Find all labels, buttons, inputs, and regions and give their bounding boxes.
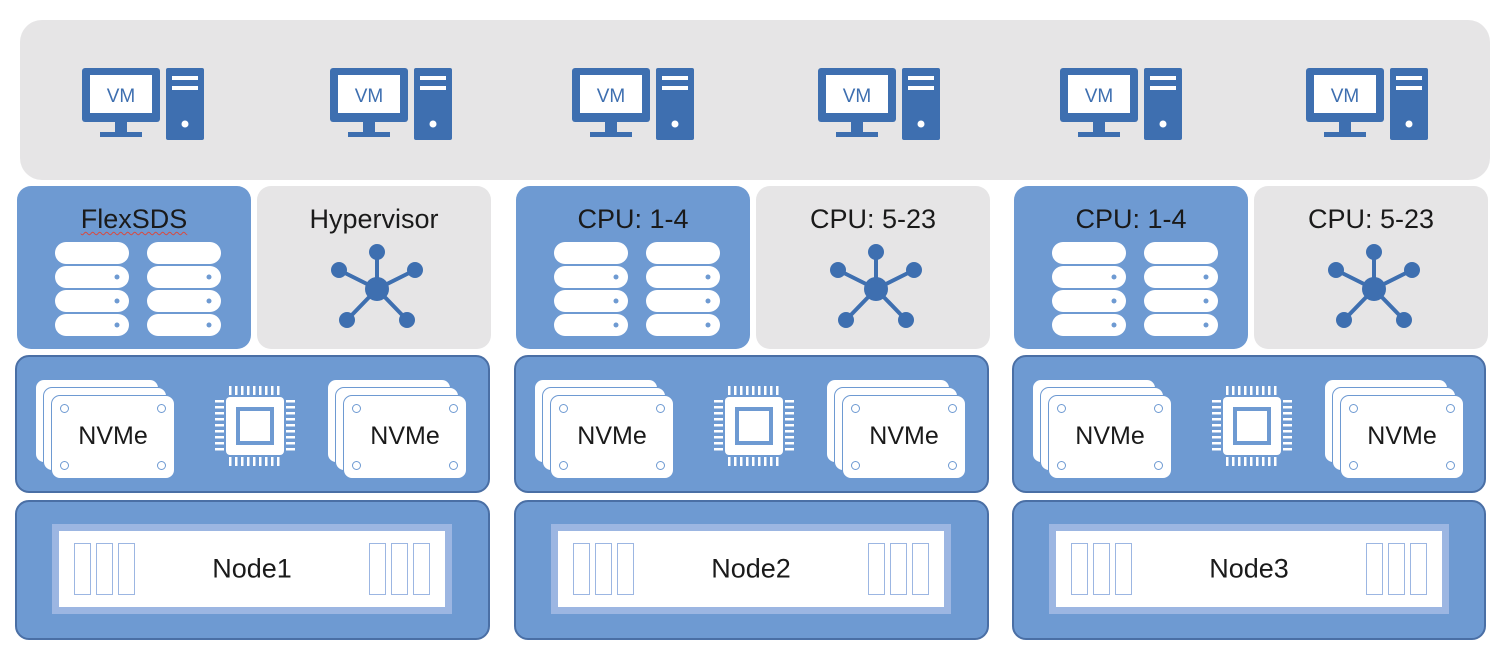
vm-icon: VM [328,66,458,146]
vm-label: VM [1085,86,1114,107]
node3-compute-block: CPU: 5-23 [1254,186,1488,349]
nvme-label: NVMe [1075,422,1145,450]
cpu-chip-icon [714,386,794,466]
node2-storage-block: CPU: 1-4 [516,186,750,349]
vm-icon: VM [816,66,946,146]
node2-label: Node2 [711,553,791,584]
node3-server-chassis: Node3 [1056,531,1442,607]
nvme-drive-stack: NVMe [826,379,968,481]
nvme-drive-stack: NVMe [327,379,469,481]
database-icon [55,242,221,336]
node1-hardware-panel: NVMe NVMe [15,355,490,493]
node1-label: Node1 [212,553,292,584]
nvme-drive-stack: NVMe [35,379,177,481]
nvme-label: NVMe [577,422,647,450]
cpu-chip-icon [215,386,295,466]
nvme-label: NVMe [370,422,440,450]
database-icon [1052,242,1218,336]
vm-label: VM [1331,86,1360,107]
node2-server-chassis: Node2 [558,531,944,607]
node2-hardware-panel: NVMe NVMe [514,355,989,493]
nvme-label: NVMe [1367,422,1437,450]
network-hub-icon [1328,244,1420,328]
nvme-drive-stack: NVMe [534,379,676,481]
nvme-label: NVMe [869,422,939,450]
node3-storage-label: CPU: 1-4 [1075,204,1187,234]
network-hub-icon [331,244,423,328]
vm-icon: VM [570,66,700,146]
node1-storage-label: FlexSDS [80,204,188,234]
node3-compute-label: CPU: 5-23 [1307,204,1435,234]
node1-server-panel: Node1 [15,500,490,640]
vm-band [20,20,1490,180]
vm-label: VM [107,86,136,107]
node3-label: Node3 [1209,553,1289,584]
node2-storage-label: CPU: 1-4 [577,204,689,234]
cpu-chip-icon [1212,386,1292,466]
nvme-drive-stack: NVMe [1032,379,1174,481]
node1-server-chassis: Node1 [59,531,445,607]
vm-label: VM [597,86,626,107]
network-hub-icon [830,244,922,328]
node2-compute-label: CPU: 5-23 [809,204,937,234]
node3-server-panel: Node3 [1012,500,1486,640]
node3-hardware-panel: NVMe NVMe [1012,355,1486,493]
node2-compute-block: CPU: 5-23 [756,186,990,349]
vm-icon: VM [1058,66,1188,146]
node1-storage-block: FlexSDS [17,186,251,349]
node1-compute-block: Hypervisor [257,186,491,349]
vm-icon: VM [1304,66,1434,146]
vm-icon: VM [80,66,210,146]
vm-label: VM [355,86,384,107]
vm-label: VM [843,86,872,107]
node1-compute-label: Hypervisor [309,204,439,234]
node3-storage-block: CPU: 1-4 [1014,186,1248,349]
nvme-drive-stack: NVMe [1324,379,1466,481]
nvme-label: NVMe [78,422,148,450]
node2-server-panel: Node2 [514,500,989,640]
database-icon [554,242,720,336]
